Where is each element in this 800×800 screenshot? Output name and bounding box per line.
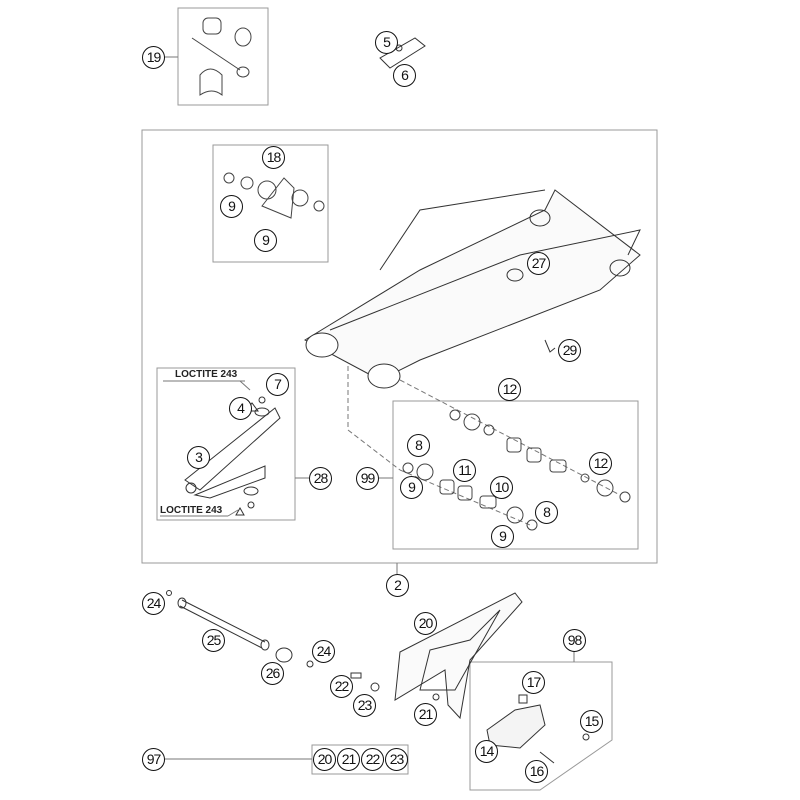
loctite-label: LOCTITE 243 xyxy=(175,369,238,380)
callout-9[interactable]: 9 xyxy=(220,195,243,218)
callout-17[interactable]: 17 xyxy=(522,671,545,694)
swingarm xyxy=(303,189,641,389)
callout-10[interactable]: 10 xyxy=(490,476,513,499)
callout-6[interactable]: 6 xyxy=(393,64,416,87)
callout-19[interactable]: 19 xyxy=(142,46,165,69)
pivot-bearing-parts xyxy=(223,172,325,219)
callout-20[interactable]: 20 xyxy=(313,748,336,771)
swingarm-box xyxy=(141,129,658,564)
callout-4[interactable]: 4 xyxy=(229,397,252,420)
callout-24[interactable]: 24 xyxy=(142,592,165,615)
callout-5[interactable]: 5 xyxy=(375,31,398,54)
bearing-parts xyxy=(402,409,631,531)
callout-21[interactable]: 21 xyxy=(337,748,360,771)
callout-20[interactable]: 20 xyxy=(414,612,437,635)
callout-27[interactable]: 27 xyxy=(527,252,550,275)
kit-19-box xyxy=(177,7,269,106)
callout-28[interactable]: 28 xyxy=(309,467,332,490)
callout-14[interactable]: 14 xyxy=(475,740,498,763)
callout-12[interactable]: 12 xyxy=(498,378,521,401)
kit-18-box xyxy=(212,144,329,263)
callout-98[interactable]: 98 xyxy=(563,629,586,652)
callout-7[interactable]: 7 xyxy=(266,373,289,396)
callout-3[interactable]: 3 xyxy=(187,446,210,469)
callout-22[interactable]: 22 xyxy=(361,748,384,771)
chain-slider-box xyxy=(156,367,296,521)
callout-8[interactable]: 8 xyxy=(407,434,430,457)
callout-24[interactable]: 24 xyxy=(312,640,335,663)
callout-15[interactable]: 15 xyxy=(580,710,603,733)
callout-11[interactable]: 11 xyxy=(453,459,476,482)
chain-guide-kit-98-box xyxy=(469,661,613,791)
axle-and-guard-parts xyxy=(166,590,590,764)
callout-23[interactable]: 23 xyxy=(353,694,376,717)
callout-18[interactable]: 18 xyxy=(262,146,285,169)
bushing-parts xyxy=(191,17,252,97)
callout-97[interactable]: 97 xyxy=(142,748,165,771)
bearing-kit-99-box xyxy=(392,400,639,550)
callout-9[interactable]: 9 xyxy=(254,229,277,252)
callout-99[interactable]: 99 xyxy=(356,467,379,490)
callout-21[interactable]: 21 xyxy=(414,703,437,726)
callout-9[interactable]: 9 xyxy=(491,525,514,548)
loctite-label: LOCTITE 243 xyxy=(160,505,223,516)
callout-29[interactable]: 29 xyxy=(558,339,581,362)
callout-26[interactable]: 26 xyxy=(261,662,284,685)
callout-2[interactable]: 2 xyxy=(386,574,409,597)
callout-22[interactable]: 22 xyxy=(330,675,353,698)
callout-8[interactable]: 8 xyxy=(535,501,558,524)
callout-9[interactable]: 9 xyxy=(400,476,423,499)
callout-16[interactable]: 16 xyxy=(525,760,548,783)
callout-25[interactable]: 25 xyxy=(202,629,225,652)
callout-23[interactable]: 23 xyxy=(385,748,408,771)
callout-12[interactable]: 12 xyxy=(589,452,612,475)
